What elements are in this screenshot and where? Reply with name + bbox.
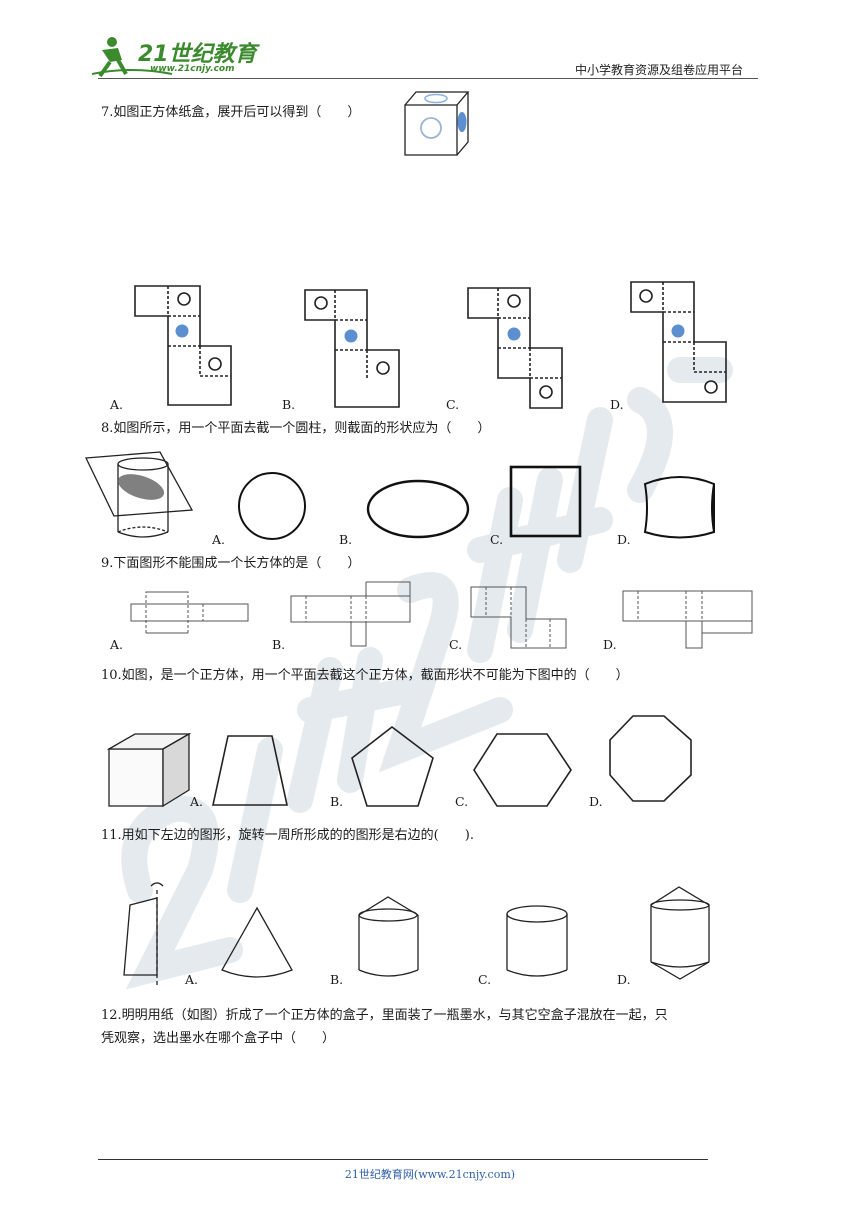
q8-cylinder-cut [85, 451, 194, 538]
footer-rule [98, 1159, 708, 1160]
q12-stem-line2: 凭观察，选出墨水在哪个盒子中（ ） [101, 1031, 336, 1046]
q10-octagon [609, 715, 692, 802]
q8-barrel [643, 476, 715, 539]
q7-net-d [630, 281, 727, 403]
q8-figures [85, 451, 715, 540]
q10-stem: 10.如图，是一个正方体，用一个平面去截这个正方体，截面形状不可能为下图中的（ … [101, 668, 629, 683]
q11-figures [123, 882, 710, 985]
q9-net-b [290, 581, 411, 647]
footer-text: 21世纪教育网(www.21cnjy.com) [344, 1168, 516, 1181]
q9-net-a [130, 591, 249, 634]
q8-option-d: D. [617, 532, 631, 547]
q7-net-b [304, 289, 400, 408]
q10-option-b: B. [330, 794, 344, 809]
q11-double-cone-cylinder [650, 886, 710, 980]
logo-text: 21世纪教育 [138, 42, 257, 67]
q7-net-a [134, 285, 232, 406]
q9-option-d: D. [603, 637, 617, 652]
q9-figures [130, 581, 753, 649]
q11-cylinder [506, 905, 568, 977]
q11-option-b: B. [330, 972, 344, 987]
logo-url: www.21cnjy.com [150, 64, 235, 74]
q7-option-b: B. [282, 397, 296, 412]
q9-option-c: C. [449, 637, 463, 652]
q10-option-d: D. [589, 794, 603, 809]
q9-net-c [470, 586, 567, 649]
header: 21世纪教育 www.21cnjy.com 中小学教育资源及组卷应用平台 [0, 0, 860, 80]
q11-source-shape [123, 882, 164, 985]
q9-option-a: A. [110, 637, 124, 652]
q11-cone [221, 906, 293, 978]
q8-ellipse [366, 479, 470, 539]
q12-stem-line1: 12.明明用纸（如图）折成了一个正方体的盒子，里面装了一瓶墨水，与其它空盒子混放… [101, 1008, 668, 1023]
q7-figures [134, 91, 727, 409]
q8-circle [238, 472, 306, 540]
q8-option-c: C. [490, 532, 504, 547]
q8-square [509, 465, 582, 538]
q10-pentagon [351, 725, 434, 807]
q8-option-b: B. [339, 532, 353, 547]
logo-icon [92, 37, 173, 78]
q8-option-a: A. [212, 532, 226, 547]
q8-stem: 8.如图所示，用一个平面去截一个圆柱，则截面的形状应为（ ） [101, 421, 491, 436]
q11-option-c: C. [478, 972, 492, 987]
header-right-title: 中小学教育资源及组卷应用平台 [575, 63, 744, 77]
q7-option-c: C. [446, 397, 460, 412]
q7-stem: 7.如图正方体纸盒，展开后可以得到（ ） [101, 105, 361, 120]
q9-net-d [622, 590, 753, 649]
q7-cube [404, 91, 470, 156]
q7-net-c [467, 287, 563, 409]
q11-option-d: D. [617, 972, 631, 987]
q10-trapezoid [212, 735, 288, 806]
header-rule [98, 78, 758, 79]
q10-option-c: C. [455, 794, 469, 809]
q11-option-a: A. [185, 972, 199, 987]
q9-option-b: B. [272, 637, 286, 652]
q10-option-a: A. [190, 794, 204, 809]
watermark-graphic [121, 357, 733, 990]
q10-cube [106, 732, 192, 808]
q9-stem: 9.下面图形不能围成一个长方体的是（ ） [101, 556, 361, 571]
q10-figures [106, 715, 692, 808]
q11-cone-cylinder [358, 896, 419, 977]
q7-option-a: A. [110, 397, 124, 412]
q10-hexagon [473, 733, 572, 807]
q11-stem: 11.用如下左边的图形，旋转一周所形成的的图形是右边的( ). [101, 828, 474, 843]
q7-option-d: D. [610, 397, 624, 412]
